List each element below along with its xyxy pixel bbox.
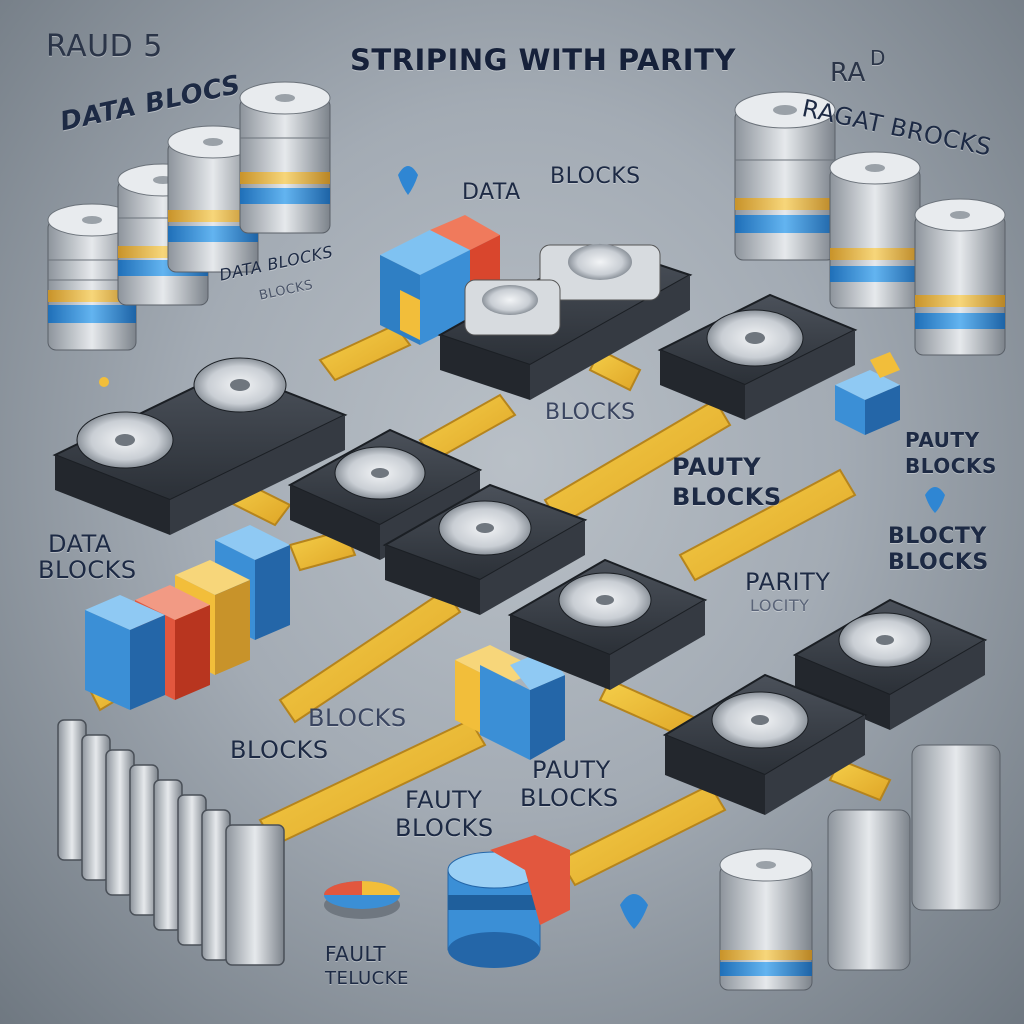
label-pauty-1: PAUTY	[672, 453, 761, 481]
label-fauty-2: BLOCKS	[395, 814, 494, 842]
label-blocks-center: BLOCKS	[545, 400, 636, 425]
label-parity-2: LOCITY	[750, 596, 810, 615]
disk-cylinder-bottom	[447, 835, 570, 968]
title-corner-left: RAUD 5	[46, 29, 163, 64]
label-fault-2: TELUCKE	[325, 968, 409, 989]
disk-stacks-top-left	[47, 81, 331, 351]
bottom-right-stacks	[719, 744, 1001, 991]
label-pauty-right-1: PAUTY	[905, 428, 980, 452]
label-pauty-bottom-1: PAUTY	[532, 756, 611, 784]
label-blocty-1: BLOCTY	[888, 524, 987, 549]
disk-stacks-top-right	[734, 91, 1006, 356]
block-cluster-left	[85, 525, 290, 710]
server-blades	[57, 719, 285, 966]
label-blocks-mid-b: BLOCKS	[230, 736, 329, 764]
label-fauty-1: FAUTY	[405, 786, 483, 814]
label-blocty-2: BLOCKS	[888, 550, 989, 575]
label-data-left-1: DATA	[48, 530, 112, 558]
connector-tapes	[88, 323, 892, 887]
label-parity-1: PARITY	[745, 568, 831, 596]
block-cluster-top	[380, 215, 500, 345]
label-pauty-bottom-2: BLOCKS	[520, 784, 619, 812]
label-pauty-right-2: BLOCKS	[905, 454, 997, 478]
label-data-top-1: DATA	[462, 180, 521, 205]
corner-right-top: RA	[830, 58, 866, 88]
block-cluster-right	[835, 352, 900, 435]
fault-disk-pie	[324, 881, 400, 919]
pin-markers	[99, 166, 945, 929]
hard-drives	[52, 243, 988, 815]
label-fault-1: FAULT	[325, 942, 387, 966]
corner-right-bottom: D	[870, 46, 886, 70]
label-data-left-2: BLOCKS	[38, 556, 137, 584]
label-data-top-2: BLOCKS	[550, 164, 641, 189]
label-pauty-2: BLOCKS	[672, 483, 782, 511]
label-blocks-mid-a: BLOCKS	[308, 704, 407, 732]
block-cluster-center	[455, 645, 565, 760]
page-title: STRIPING WITH PARITY	[350, 43, 736, 77]
